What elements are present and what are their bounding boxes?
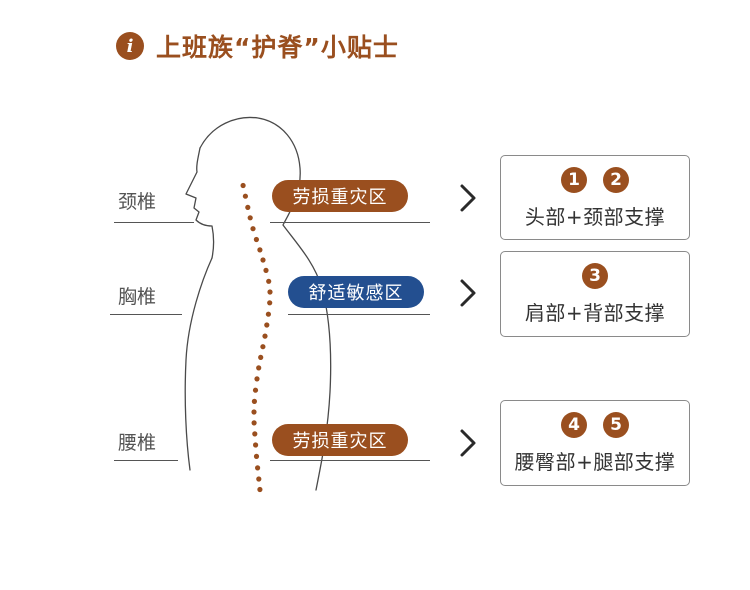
divider-thoracic-left [110,314,182,315]
chevron-right-icon [460,429,476,457]
step-badge: 4 [561,412,587,438]
step-badges: 3 [582,263,608,289]
spine-dot [253,236,259,243]
divider-thoracic-right [288,314,430,315]
spine-dot [267,300,273,306]
zone-badge-cervical: 劳损重灾区 [272,180,408,212]
step-badge: 5 [603,412,629,438]
info-icon: i [116,32,144,60]
label-thoracic: 胸椎 [118,286,157,308]
page-title: 上班族“护脊”小贴士 [156,33,399,62]
step-badge: 1 [561,167,587,193]
label-lumbar: 腰椎 [118,432,157,454]
tip-text: 肩部+背部支撑 [524,301,666,325]
divider-lumbar-right [270,460,430,461]
spine-dot [256,476,262,482]
spine-dot [260,344,266,350]
zone-badge-thoracic: 舒适敏感区 [288,276,424,308]
spine-dot [251,420,257,426]
spine-dot [266,278,272,284]
divider-lumbar-left [114,460,178,461]
spine-dot [260,257,266,263]
body-outline [199,116,332,491]
spine-dot [255,465,261,471]
spine-dot [242,193,248,199]
step-badge: 3 [582,263,608,289]
zone-badge-lumbar: 劳损重灾区 [272,424,408,456]
spine-dot [257,247,263,253]
spine-dot [267,289,273,295]
face-profile [185,147,215,259]
tip-text: 头部+颈部支撑 [524,205,666,229]
spine-dot [250,226,256,232]
tip-card-lumbar: 4 5 腰臀部+腿部支撑 [500,400,690,486]
divider-cervical-left [114,222,194,223]
step-badge: 2 [603,167,629,193]
spine-dot [247,215,253,221]
spine-dot [251,398,257,404]
label-cervical: 颈椎 [118,191,157,213]
spine-dot [245,204,251,210]
spine-dots [240,182,273,493]
spine-dot [257,486,263,493]
step-badges: 4 5 [561,412,629,438]
spine-dot [264,322,270,328]
spine-dot [240,182,246,189]
spine-dot [262,333,268,339]
tip-card-thoracic: 3 肩部+背部支撑 [500,251,690,337]
chevron-right-icon [460,279,476,307]
tip-text: 腰臀部+腿部支撑 [514,450,676,474]
spine-dot [254,376,260,382]
step-badges: 1 2 [561,167,629,193]
spine-dot [253,442,259,448]
divider-cervical-right [270,222,430,223]
spine-dot [256,365,262,371]
spine-dot [251,409,257,415]
spine-dot [252,431,258,437]
chevron-right-icon [460,184,476,212]
spine-dot [265,311,271,317]
tip-card-cervical: 1 2 头部+颈部支撑 [500,155,690,240]
front-torso [184,257,213,471]
spine-dot [263,267,269,273]
title-bar: i 上班族“护脊”小贴士 [116,28,399,64]
spine-dot [258,354,264,360]
spine-dot [253,453,260,459]
spine-dot [252,387,259,393]
